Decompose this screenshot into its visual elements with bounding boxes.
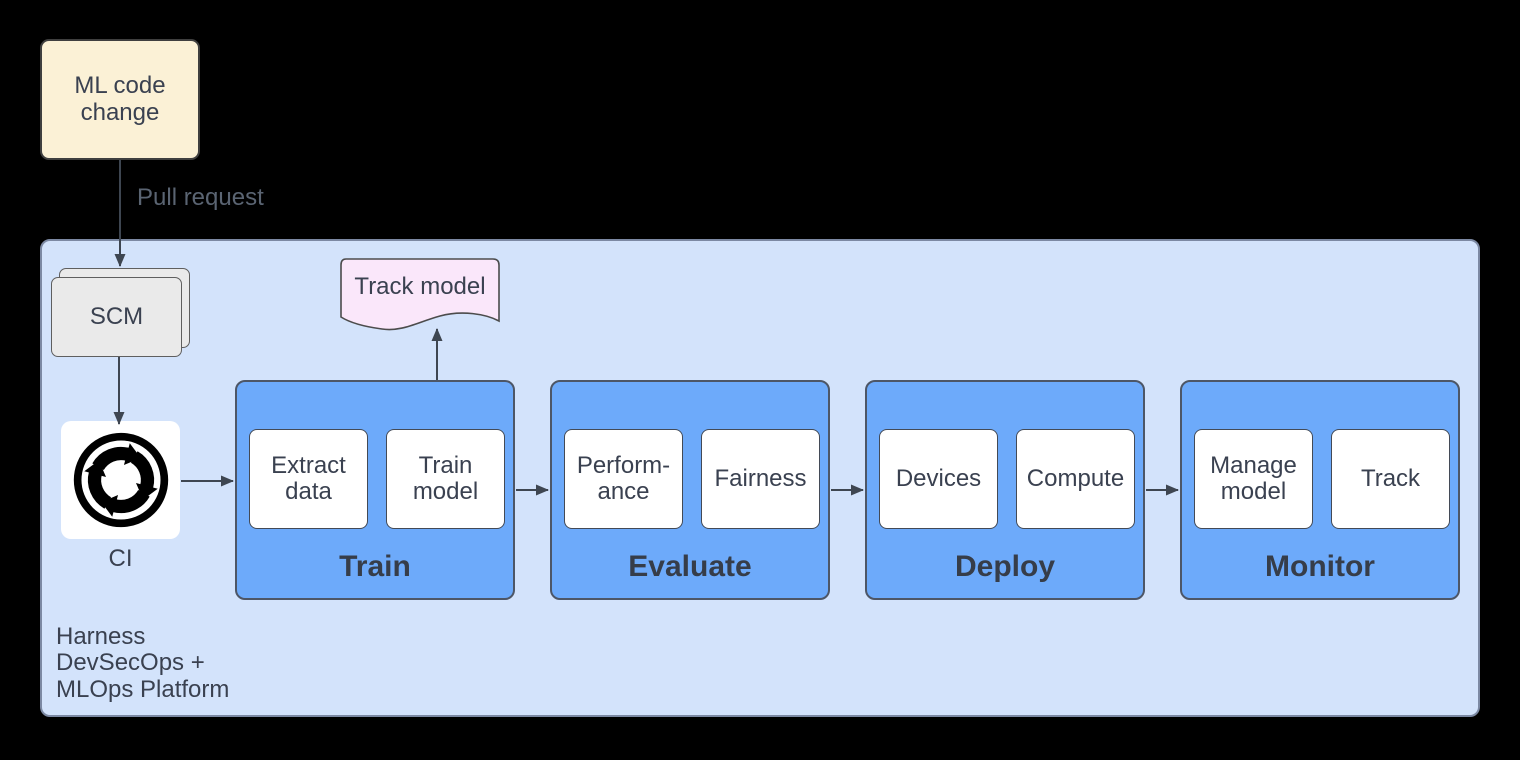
ml-code-change-label: ML code change [74,72,166,126]
stage-train-label: Train [339,550,411,583]
ci-cycle-icon [73,432,169,528]
pull-request-edge-label: Pull request [137,184,264,211]
stage-train: Extract data Train model Train [235,380,515,600]
stage-evaluate-item-performance: Perform- ance [564,429,683,529]
ml-code-change-node: ML code change [40,39,200,160]
scm-label: SCM [89,303,144,330]
stage-monitor-label: Monitor [1265,550,1375,583]
stage-monitor-item-manage-model: Manage model [1194,429,1313,529]
stage-train-item-extract-data: Extract data [249,429,368,529]
scm-node: SCM [51,277,182,357]
stage-deploy-item-devices: Devices [879,429,998,529]
stage-evaluate: Perform- ance Fairness Evaluate [550,380,830,600]
track-model-label: Track model [354,273,486,300]
stage-monitor-item-track: Track [1331,429,1450,529]
track-model-document-shape [340,258,500,331]
stage-deploy-item-compute: Compute [1016,429,1135,529]
stage-monitor: Manage model Track Monitor [1180,380,1460,600]
platform-label: Harness DevSecOps + MLOps Platform [56,623,230,703]
ci-node [61,421,180,539]
stage-evaluate-label: Evaluate [628,550,752,583]
stage-evaluate-item-fairness: Fairness [701,429,820,529]
ci-label: CI [108,545,133,572]
stage-deploy: Devices Compute Deploy [865,380,1145,600]
stage-train-item-train-model: Train model [386,429,505,529]
stage-deploy-label: Deploy [954,550,1056,583]
